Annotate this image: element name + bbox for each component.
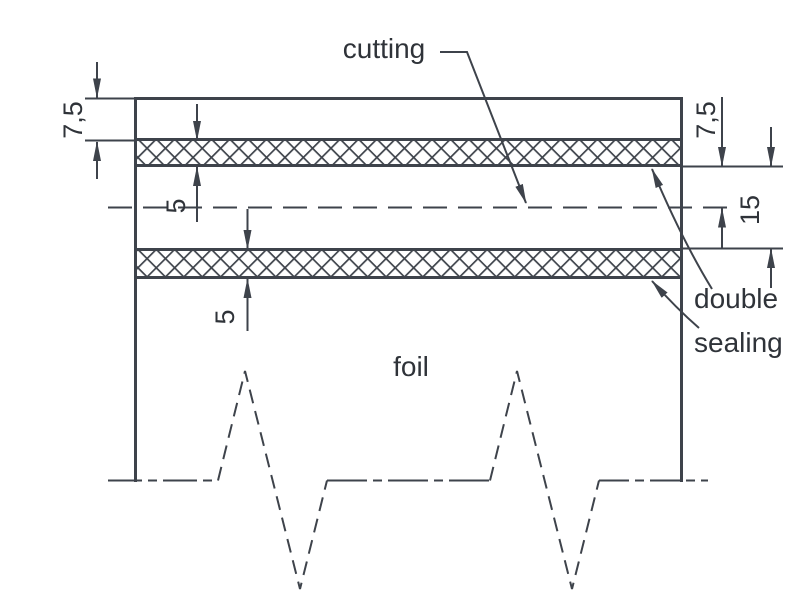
dim-text-15: 15: [735, 195, 765, 225]
dim-text-lower-5: 5: [210, 309, 240, 324]
break-zigzag-right: [489, 370, 600, 590]
dim-left-7-5: 7,5: [58, 62, 101, 179]
cutting-leader-line: [440, 51, 527, 204]
double-sealing-leader-lower: [651, 280, 700, 329]
cutting-callout: cutting: [343, 33, 527, 204]
dim-right-7-5: 7,5: [691, 97, 726, 249]
dim-upper-seal-5: 5: [161, 104, 201, 222]
cutting-label: cutting: [343, 33, 426, 64]
dim-lower-seal-5: 5: [210, 209, 252, 331]
double-sealing-leader-upper: [651, 168, 713, 290]
foil-label: foil: [393, 351, 429, 382]
upper-seal-hatch: [137, 141, 680, 164]
foil-outline: [134, 97, 683, 482]
dim-text-right-7-5: 7,5: [691, 101, 721, 139]
lower-seal-band: [134, 248, 683, 279]
extension-lines: [85, 97, 783, 250]
dim-15: 15: [735, 127, 775, 288]
lower-seal-hatch: [137, 251, 680, 276]
dim-text-left-7-5: 7,5: [58, 101, 88, 139]
double-sealing-label-line1: double: [694, 283, 778, 314]
upper-seal-band: [134, 138, 683, 167]
break-line: [108, 370, 708, 590]
dim-text-upper-5: 5: [161, 198, 191, 213]
double-sealing-callout: double sealing: [651, 168, 783, 358]
double-sealing-label-line2: sealing: [694, 327, 783, 358]
break-zigzag-left: [217, 370, 328, 590]
